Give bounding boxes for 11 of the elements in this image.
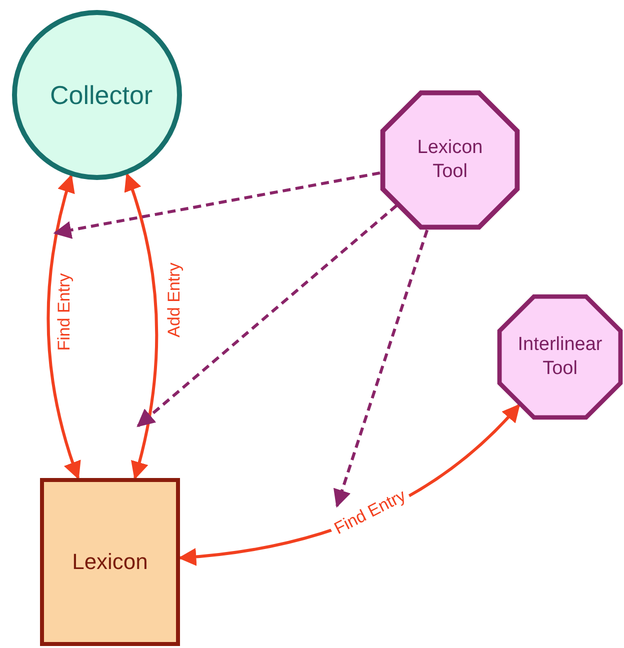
- arrow: [53, 171, 380, 239]
- box-node: [40, 478, 180, 646]
- node-label: Lexicon Tool: [416, 136, 484, 184]
- arrow: [124, 172, 158, 480]
- node-label: Interlinear Tool: [516, 333, 604, 381]
- arrow: [333, 230, 429, 508]
- node-label: Lexicon: [71, 548, 149, 576]
- arrow: [136, 204, 398, 428]
- octagon-node: [497, 294, 623, 420]
- node-label: Collector: [49, 78, 152, 112]
- octagon-node: [380, 90, 520, 230]
